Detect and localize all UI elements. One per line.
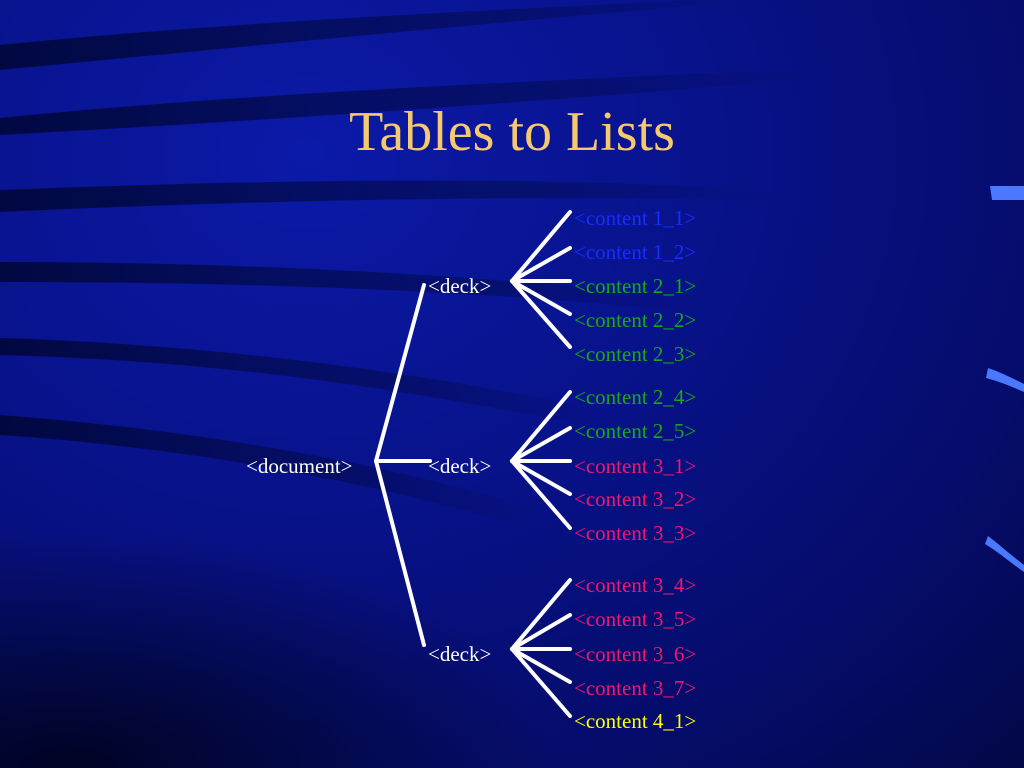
content-item-2-3: <content 2_3> [574, 342, 697, 366]
connector-deck-2-item-1 [510, 390, 572, 463]
content-item-1-2: <content 1_2> [574, 240, 697, 264]
connector-root-deck-1 [374, 283, 426, 463]
deck-node-label-2: <deck> [428, 454, 492, 478]
deck-node-label-1: <deck> [428, 274, 492, 298]
document-node-label: <document> [246, 454, 353, 478]
slide-title: Tables to Lists [349, 101, 675, 163]
content-item-3-3: <content 3_3> [574, 521, 697, 545]
connector-deck-1-item-2 [510, 246, 572, 283]
content-item-2-4: <content 2_4> [574, 385, 697, 409]
connector-deck-1-item-1 [510, 210, 572, 283]
connector-deck-3-item-5 [510, 647, 572, 718]
content-item-3-5: <content 3_5> [574, 607, 697, 631]
content-item-1-1: <content 1_1> [574, 206, 697, 230]
content-item-3-1: <content 3_1> [574, 454, 697, 478]
connector-deck-3-item-1 [510, 578, 572, 651]
content-item-2-1: <content 2_1> [574, 274, 697, 298]
content-item-4-1: <content 4_1> [574, 709, 697, 733]
content-item-3-7: <content 3_7> [574, 676, 697, 700]
deck-node-label-3: <deck> [428, 642, 492, 666]
content-item-2-2: <content 2_2> [574, 308, 697, 332]
connector-deck-2-item-5 [510, 459, 572, 530]
connector-deck-2-item-4 [510, 459, 572, 496]
content-item-3-6: <content 3_6> [574, 642, 697, 666]
connector-deck-3-item-2 [510, 613, 572, 651]
connector-deck-3-item-4 [510, 647, 572, 684]
connector-deck-1-item-5 [510, 279, 572, 349]
connector-deck-2-item-2 [510, 426, 572, 463]
edge-decor-tabs [985, 186, 1024, 572]
content-item-2-5: <content 2_5> [574, 419, 697, 443]
content-item-3-4: <content 3_4> [574, 573, 697, 597]
connector-deck-1-item-4 [510, 279, 572, 316]
connector-root-deck-3 [374, 459, 426, 647]
content-item-3-2: <content 3_2> [574, 487, 697, 511]
